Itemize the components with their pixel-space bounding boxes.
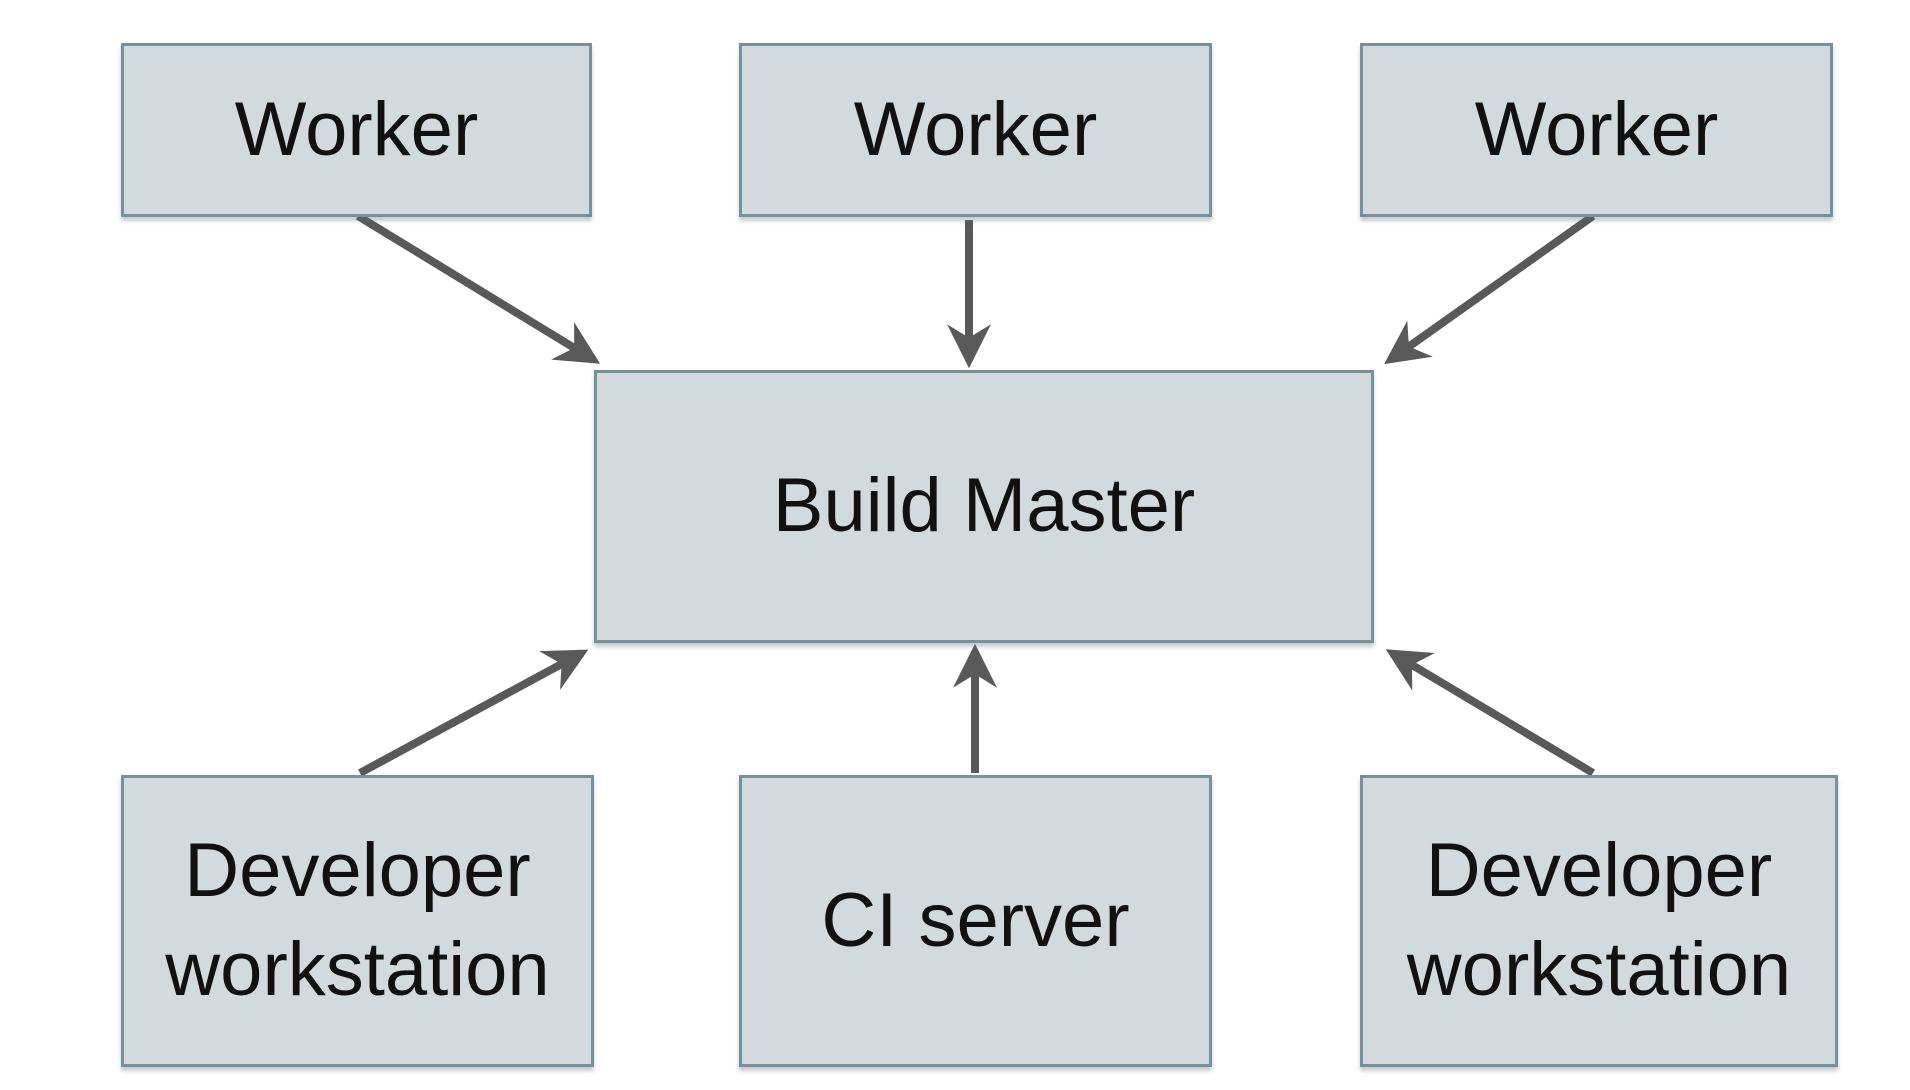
node-label-build-master: Build Master [772, 463, 1196, 549]
node-ci-server: CI server [739, 775, 1212, 1067]
node-dev-workstation-left: Developer workstation [121, 775, 594, 1067]
node-label-worker-1: Worker [234, 86, 479, 172]
node-worker-2: Worker [739, 43, 1212, 217]
node-label-worker-2: Worker [853, 86, 1098, 172]
node-label-dev-workstation-right: Developer workstation [1406, 828, 1792, 1012]
node-worker-3: Worker [1360, 43, 1833, 217]
node-dev-workstation-right: Developer workstation [1360, 775, 1838, 1067]
node-label-ci-server: CI server [821, 877, 1130, 963]
arrow-worker-1-to-build-master [355, 212, 601, 364]
arrow-dev-workstation-right-to-build-master [1385, 649, 1596, 777]
arrow-dev-workstation-left-to-build-master [358, 649, 589, 777]
arrow-worker-3-to-build-master [1384, 212, 1596, 365]
node-label-dev-workstation-left: Developer workstation [165, 828, 550, 1012]
node-label-worker-3: Worker [1474, 86, 1719, 172]
node-worker-1: Worker [121, 43, 592, 217]
node-build-master: Build Master [594, 370, 1374, 643]
